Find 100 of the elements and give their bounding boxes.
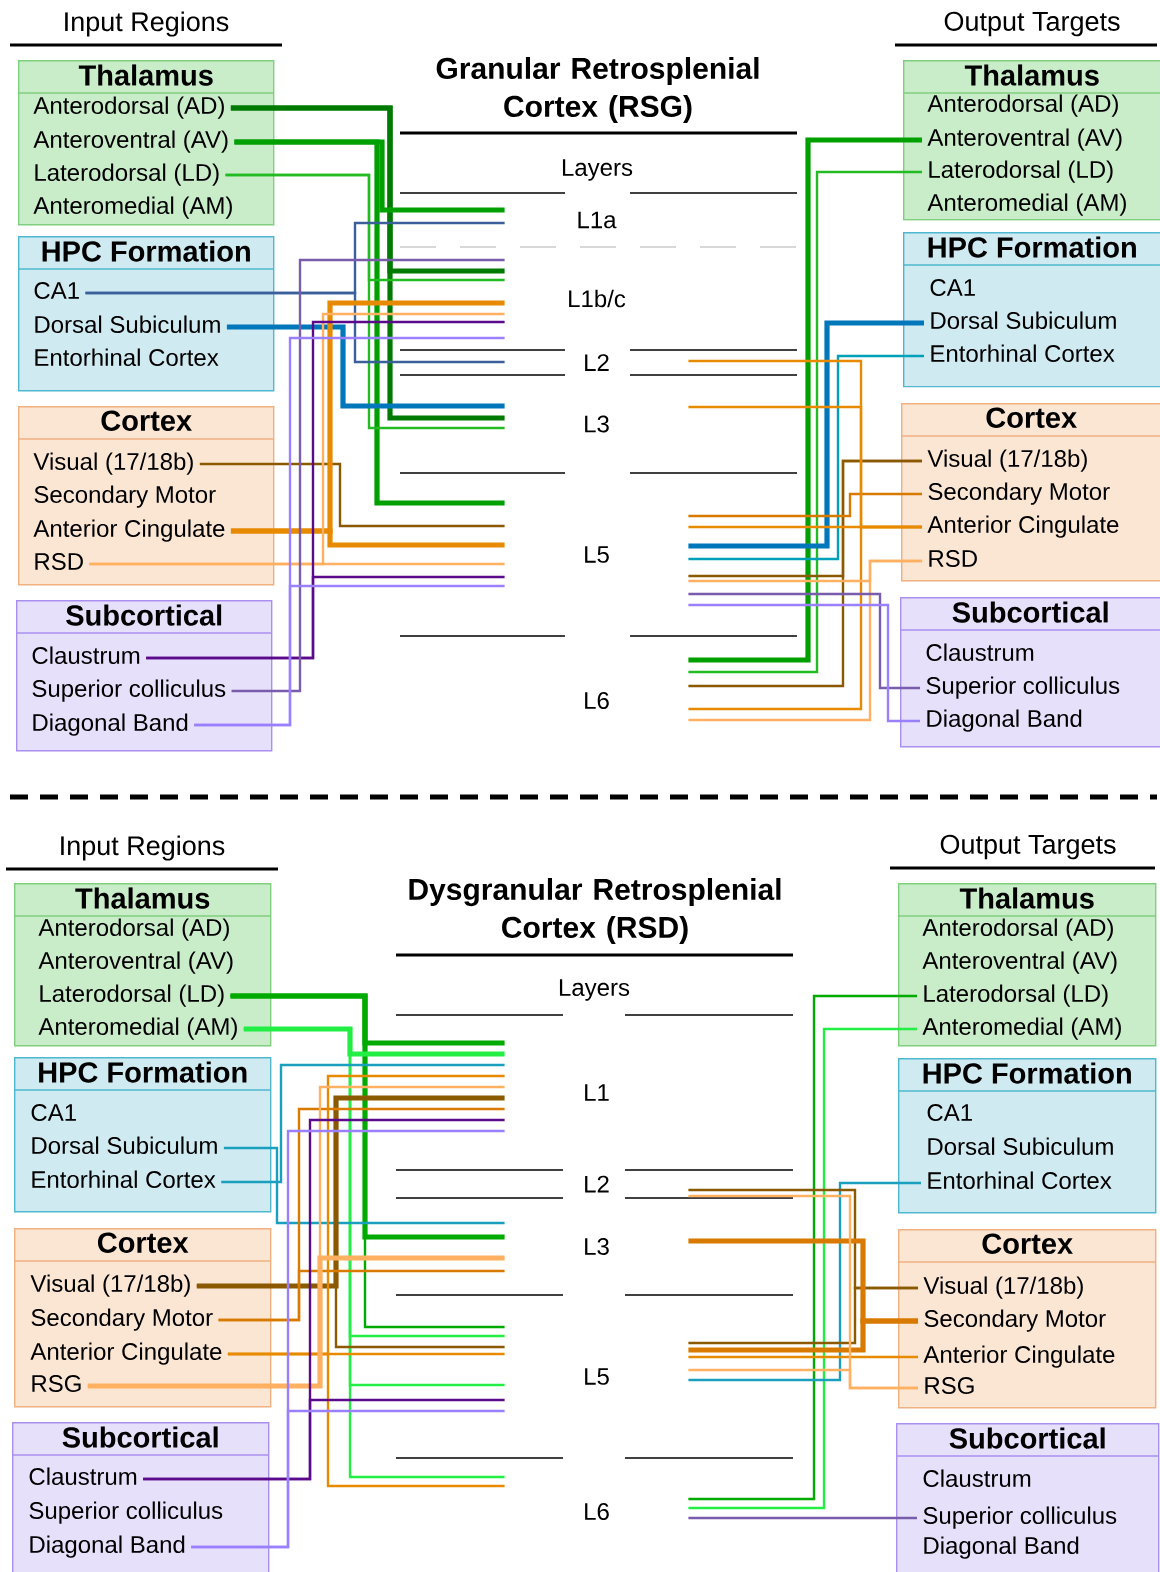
connector-line [230, 105, 505, 421]
connector-line [688, 320, 924, 549]
region-label: Superior colliculus [923, 1506, 1117, 1529]
connector-line [221, 1063, 505, 1184]
layer-label: L5 [585, 1368, 609, 1385]
region-label: Secondary Motor [928, 482, 1110, 505]
layer-label: L6 [585, 692, 609, 709]
section-heading: Output Targets [895, 11, 1157, 47]
region-label: Anteroventral (AV) [38, 951, 233, 974]
region-label: Laterodorsal (LD) [929, 160, 1113, 183]
layers-heading: Layers [559, 979, 630, 1001]
region-label: RSG [32, 1375, 81, 1393]
region-label: Entorhinal Cortex [928, 1171, 1112, 1190]
region-label: Anterodorsal (AD) [33, 96, 224, 119]
connector-line [688, 603, 920, 723]
connector-line [688, 1516, 917, 1520]
connector-line [146, 575, 505, 660]
region-label: RSD [929, 550, 977, 568]
region-label: Dorsal Subiculum [928, 1137, 1113, 1156]
connector-line [688, 559, 922, 722]
region-label: Anterodorsal (AD) [922, 918, 1113, 941]
region-label: Visual (17/18b) [33, 452, 193, 475]
region-label: Superior colliculus [29, 1501, 223, 1524]
region-label: Anterior Cingulate [927, 515, 1119, 538]
region-label: Visual (17/18b) [30, 1274, 190, 1297]
connector-line [223, 1146, 505, 1225]
region-label: Superior colliculus [926, 676, 1120, 699]
connector-line [688, 1318, 918, 1353]
region-label: Claustrum [29, 1467, 137, 1486]
connector-line [227, 1352, 505, 1488]
connector-line [199, 462, 505, 528]
region-label: Anteromedial (AM) [38, 1017, 237, 1040]
region-label: Anteroventral (AV) [927, 128, 1122, 151]
connector-line [85, 291, 505, 364]
layer-label: L2 [585, 1175, 609, 1193]
region-label: RSD [35, 553, 83, 571]
connector-line [87, 1255, 505, 1389]
section-heading: Input Regions [10, 11, 282, 47]
layer-label: L2 [585, 354, 609, 371]
region-label: CA1 [34, 282, 79, 300]
connector-line [230, 993, 505, 1240]
region-label: Entorhinal Cortex [35, 348, 219, 367]
region-label: RSG [925, 1377, 974, 1395]
connector-line [191, 1409, 505, 1549]
connector-line [688, 1368, 918, 1390]
connector-line [688, 1355, 918, 1359]
region-label: Entorhinal Cortex [931, 344, 1115, 363]
connector-line [230, 994, 505, 1329]
region-label: Visual (17/18b) [923, 1276, 1083, 1299]
connector-line [688, 592, 920, 690]
connector-line [196, 1284, 505, 1349]
region-label: Diagonal Band [30, 1535, 185, 1558]
connector-line [234, 139, 505, 506]
connector-line [194, 584, 505, 727]
layer-label: L5 [585, 546, 609, 563]
region-label: Secondary Motor [31, 1308, 213, 1331]
region-label: Entorhinal Cortex [32, 1170, 216, 1189]
layer-label: L1b/c [569, 289, 626, 308]
region-label: Dorsal Subiculum [35, 315, 220, 334]
region-label: Anteromedial (AM) [922, 1017, 1121, 1040]
connector-line [688, 1286, 918, 1345]
region-label: Laterodorsal (LD) [40, 984, 224, 1007]
region-label: Anteroventral (AV) [33, 130, 228, 153]
section-heading: Output Targets [890, 834, 1155, 870]
region-label: Anteroventral (AV) [922, 951, 1117, 974]
region-label: Laterodorsal (LD) [35, 163, 219, 186]
layers-heading: Layers [562, 159, 633, 181]
connector-line [688, 525, 922, 711]
layer-label: L6 [585, 1503, 609, 1520]
region-label: Diagonal Band [33, 713, 188, 736]
region-label: Claustrum [32, 646, 140, 665]
region-label: Anterior Cingulate [923, 1345, 1115, 1368]
region-label: CA1 [927, 1104, 972, 1122]
connector-line [688, 354, 924, 561]
region-label: Secondary Motor [924, 1309, 1106, 1332]
connector-line [230, 528, 505, 548]
section-heading: Input Regions [6, 835, 278, 871]
region-label: Claustrum [923, 1469, 1031, 1488]
connector-line [243, 1027, 505, 1479]
panel-title: Dysgranular Retrosplenial Cortex (RSD) [409, 878, 781, 944]
region-label: CA1 [930, 279, 975, 297]
region-label: Anteromedial (AM) [33, 196, 232, 219]
region-label: Anterior Cingulate [30, 1342, 222, 1365]
region-label: Visual (17/18b) [927, 449, 1087, 472]
region-label: Diagonal Band [924, 1536, 1079, 1559]
connector-line [89, 562, 505, 566]
region-label: Anterior Cingulate [33, 519, 225, 542]
region-label: Superior colliculus [32, 679, 226, 702]
connector-line [226, 324, 505, 409]
connector-line [143, 1398, 505, 1481]
region-label: Dorsal Subiculum [931, 311, 1116, 330]
layer-label: L3 [585, 415, 609, 433]
layer-label: L3 [585, 1238, 609, 1255]
region-label: Anterodorsal (AD) [927, 94, 1118, 117]
region-label: Anterodorsal (AD) [38, 918, 229, 941]
region-label: CA1 [31, 1104, 76, 1122]
connector-line [231, 258, 505, 693]
panel-title: Granular Retrosplenial Cortex (RSG) [436, 57, 759, 123]
region-label: Claustrum [926, 643, 1034, 662]
region-label: Laterodorsal (LD) [924, 984, 1108, 1007]
